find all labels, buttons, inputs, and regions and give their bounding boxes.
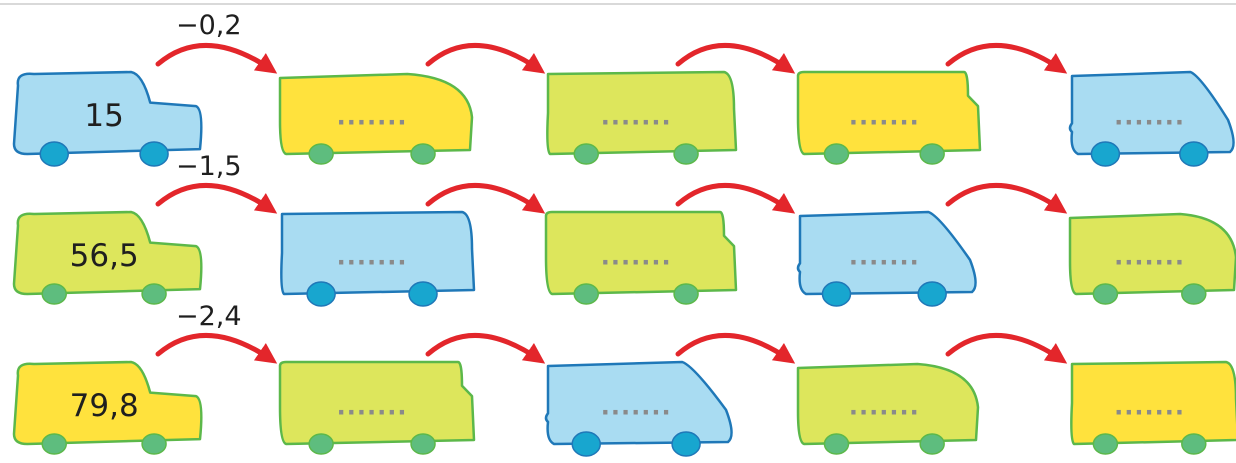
answer-bus[interactable]: ....... [546, 362, 732, 456]
arrow-4 [948, 335, 1062, 360]
wheel [307, 282, 335, 306]
arrow-3 [678, 185, 790, 210]
answer-blank: ....... [1114, 392, 1185, 420]
wheel [409, 282, 437, 306]
bus-row-1: −0,2 15............................ [14, 10, 1234, 166]
answer-blank: ....... [337, 242, 408, 270]
arrow-2 [428, 335, 540, 360]
wheel [1093, 284, 1117, 304]
wheel [42, 284, 66, 304]
answer-blank: ....... [601, 242, 672, 270]
wheel [824, 144, 848, 164]
start-value: 79,8 [70, 388, 139, 424]
answer-bus[interactable]: ....... [798, 364, 978, 454]
wheel [142, 284, 166, 304]
bus-row-2: −1,5 56,5............................ [14, 151, 1236, 306]
wheel [572, 432, 600, 456]
wheel [309, 144, 333, 164]
wheel [411, 144, 435, 164]
answer-blank: ....... [337, 392, 408, 420]
wheel [1182, 284, 1206, 304]
answer-bus[interactable]: ....... [798, 72, 980, 164]
answer-blank: ....... [1114, 102, 1185, 130]
wheel [309, 434, 333, 454]
arrow-3 [678, 335, 790, 360]
answer-blank: ....... [601, 392, 672, 420]
wheel [140, 142, 168, 166]
wheel [672, 432, 700, 456]
answer-bus[interactable]: ....... [1070, 72, 1234, 166]
wheel [1180, 142, 1208, 166]
arrow-2 [428, 185, 540, 210]
wheel [920, 144, 944, 164]
answer-blank: ....... [849, 102, 920, 130]
bus-row-3: −2,4 79,8............................ [14, 301, 1236, 456]
answer-blank: ....... [1114, 242, 1185, 270]
arrow-1 [158, 335, 272, 360]
wheel [1093, 434, 1117, 454]
wheel [822, 282, 850, 306]
answer-bus[interactable]: ....... [280, 74, 472, 164]
wheel [42, 434, 66, 454]
answer-bus[interactable]: ....... [546, 212, 736, 304]
wheel [920, 434, 944, 454]
wheel [574, 144, 598, 164]
arrow-1 [158, 185, 272, 210]
wheel [824, 434, 848, 454]
step-label: −2,4 [176, 301, 242, 332]
answer-bus[interactable]: ....... [1071, 362, 1236, 454]
answer-blank: ....... [849, 242, 920, 270]
wheel [918, 282, 946, 306]
arrow-4 [948, 185, 1062, 210]
answer-blank: ....... [337, 102, 408, 130]
answer-bus[interactable]: ....... [281, 212, 474, 306]
start-bus: 15 [14, 72, 201, 166]
answer-bus[interactable]: ....... [1070, 214, 1236, 304]
wheel [142, 434, 166, 454]
answer-blank: ....... [601, 102, 672, 130]
wheel [674, 284, 698, 304]
wheel [40, 142, 68, 166]
answer-bus[interactable]: ....... [280, 362, 474, 454]
start-bus: 56,5 [14, 212, 201, 304]
arrow-1 [158, 45, 272, 70]
start-bus: 79,8 [14, 362, 201, 454]
start-value: 15 [84, 98, 123, 134]
answer-bus[interactable]: ....... [798, 212, 976, 306]
arrow-2 [428, 45, 540, 70]
wheel [1091, 142, 1119, 166]
wheel [411, 434, 435, 454]
step-label: −0,2 [176, 10, 242, 41]
answer-bus[interactable]: ....... [547, 72, 736, 164]
wheel [1182, 434, 1206, 454]
start-value: 56,5 [70, 238, 139, 274]
arrow-4 [948, 45, 1062, 70]
wheel [674, 144, 698, 164]
arrow-3 [678, 45, 790, 70]
answer-blank: ....... [849, 392, 920, 420]
step-label: −1,5 [176, 151, 242, 182]
wheel [574, 284, 598, 304]
